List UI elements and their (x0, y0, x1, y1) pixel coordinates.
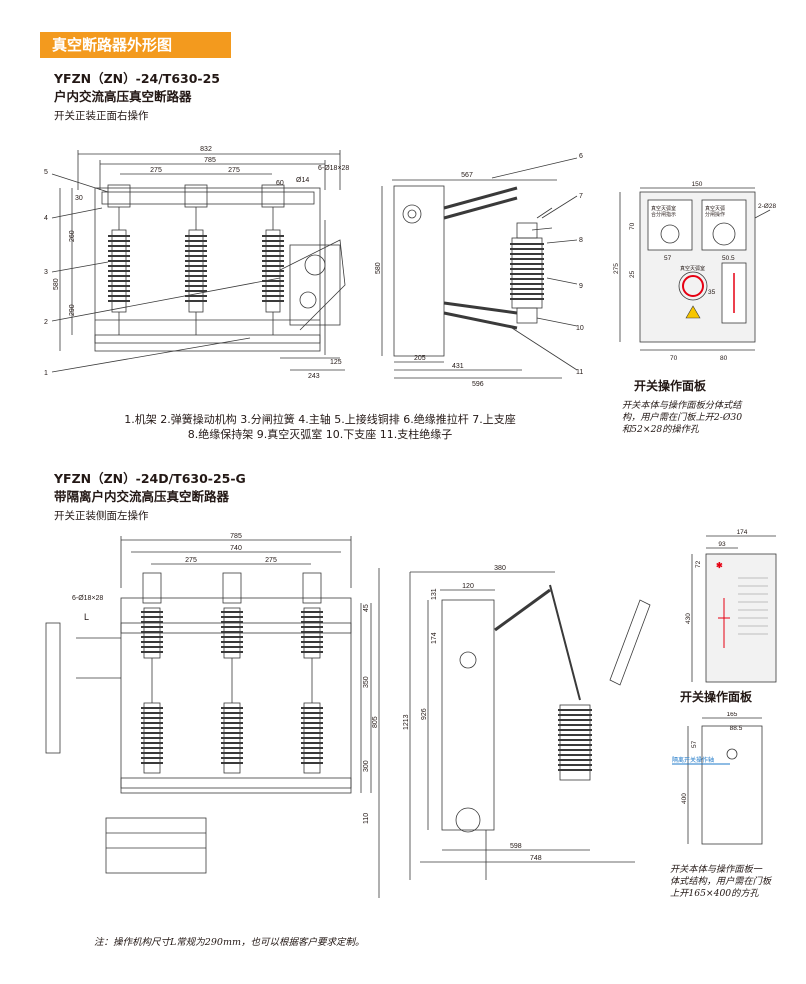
c-dim-88: 88.5 (730, 725, 743, 732)
dim-275-b: 275 (228, 167, 240, 174)
f2-dim-805: 805 (372, 716, 379, 728)
product-name-2: 带隔离户内交流高压真空断路器 (54, 489, 230, 504)
c-dim-57: 57 (691, 740, 698, 748)
callout-7: 7 (579, 193, 583, 200)
panel-dim-57: 57 (664, 255, 672, 262)
panel-dim-b70: 70 (670, 355, 678, 362)
panel-box-right: 真空灭弧分闸操作 (705, 205, 725, 218)
panel-label-2: 开关操作面板 (680, 690, 753, 704)
panel2-logo: ✱ (716, 561, 723, 570)
s2-dim-598: 598 (510, 843, 522, 850)
operation-panel-drawing-2: ✱ 174 93 72 430 (685, 529, 777, 683)
side-dim-431: 431 (452, 363, 464, 370)
cutout-tag: 隔离开关操作轴 (672, 756, 714, 764)
f2-dim-350: 350 (363, 676, 370, 688)
s2-dim-174: 174 (431, 632, 438, 644)
panel-note-2-line: 开关本体与操作面板一 (670, 864, 762, 875)
operation-panel-drawing-1: 150 2-Ø28 70 275 25 57 50.5 35 70 80 真空灭… (613, 181, 776, 362)
dim-260: 260 (69, 230, 76, 242)
p2-dim-174: 174 (737, 529, 748, 536)
panel-note-1-line: 开关本体与操作面板分体式结 (622, 400, 742, 411)
panel-mid-label: 真空灭弧室 (680, 265, 705, 272)
footnote: 注：操作机构尺寸L常规为290mm，也可以根据客户要求定制。 (94, 937, 365, 948)
callout-3: 3 (44, 269, 48, 276)
panel-dim-35: 35 (708, 289, 716, 296)
s2-dim-926: 926 (421, 708, 428, 720)
s2-dim-380: 380 (494, 565, 506, 572)
panel-dim-70: 70 (629, 222, 636, 230)
p2-dim-93: 93 (718, 541, 726, 548)
f2-dim-300: 300 (363, 760, 370, 772)
dim-832: 832 (200, 146, 212, 153)
callout-9: 9 (579, 283, 583, 290)
f2-dim-L: L (84, 612, 89, 622)
panel-note-1: 开关本体与操作面板分体式结 构，用户需在门板上开2-Ø30 和52×28的操作孔 (622, 400, 792, 436)
panel-dim-275: 275 (613, 263, 620, 274)
f2-dim-holes: 6-Ø18×28 (72, 595, 103, 602)
panel-note-1-line: 构，用户需在门板上开2-Ø30 (622, 412, 743, 423)
callout-10: 10 (576, 325, 584, 332)
callout-2: 2 (44, 319, 48, 326)
parts-list-line2: 8.绝缘保持架 9.真空灭弧室 10.下支座 11.支柱绝缘子 (187, 428, 453, 441)
door-cutout-drawing: 165 88.5 57 400 隔离开关操作轴 (672, 712, 763, 845)
dim-125: 125 (330, 359, 342, 366)
side-dim-205: 205 (414, 355, 426, 362)
callout-5: 5 (44, 169, 48, 176)
f2-dim-275b: 275 (265, 557, 277, 564)
f2-dim-110: 110 (363, 813, 370, 824)
side-view-drawing-1: 567 580 205 431 596 6 7 8 9 10 11 (375, 153, 584, 388)
side-dim-567: 567 (461, 172, 473, 179)
mount-note-1: 开关正装正面右操作 (54, 110, 149, 122)
panel-box-left: 真空灭弧室合分闸指示 (651, 205, 676, 218)
f2-dim-45: 45 (363, 604, 370, 612)
c-dim-165: 165 (727, 712, 738, 718)
p2-dim-72: 72 (695, 560, 702, 568)
mount-note-2: 开关正装侧面左操作 (54, 510, 149, 522)
callout-6: 6 (579, 153, 583, 160)
parts-list-line1: 1.机架 2.弹簧操动机构 3.分闸拉簧 4.主轴 5.上接线铜排 6.绝缘推拉… (124, 413, 516, 426)
parts-list: 1.机架 2.弹簧操动机构 3.分闸拉簧 4.主轴 5.上接线铜排 6.绝缘推拉… (60, 412, 580, 442)
section-banner: 真空断路器外形图 (40, 32, 231, 58)
callout-11: 11 (576, 369, 583, 376)
s2-dim-131: 131 (431, 588, 438, 600)
panel-note-2: 开关本体与操作面板一 体式结构，用户需在门板 上开165×400的方孔 (670, 864, 804, 900)
front-view-drawing-2: 785 740 275 275 6-Ø18×28 L 45 350 805 30… (45, 533, 380, 898)
dim-785: 785 (204, 157, 216, 164)
dim-30: 30 (75, 195, 83, 202)
callout-1: 1 (44, 370, 48, 377)
f2-dim-785: 785 (230, 533, 242, 540)
panel-dim-150: 150 (692, 181, 703, 188)
panel-dim-25: 25 (629, 270, 636, 278)
panel-note-2-line: 体式结构，用户需在门板 (670, 876, 772, 887)
f2-dim-275a: 275 (185, 557, 197, 564)
model-title-2: YFZN（ZN）-24D/T630-25-G (54, 471, 246, 486)
panel-dim-50: 50.5 (722, 255, 735, 262)
panel-dim-holes: 2-Ø28 (758, 203, 776, 210)
panel-dim-b80: 80 (720, 355, 728, 362)
front-view-drawing-1: 832 785 275 275 60 Ø14 6-Ø18×28 30 260 5… (44, 146, 349, 380)
side-dim-580: 580 (375, 262, 382, 274)
dim-243: 243 (308, 373, 320, 380)
s2-dim-1213: 1213 (403, 714, 410, 730)
f2-dim-740: 740 (230, 545, 242, 552)
panel-note-1-line: 和52×28的操作孔 (622, 424, 700, 435)
c-dim-400: 400 (681, 793, 688, 804)
panel-label-1: 开关操作面板 (634, 379, 707, 393)
side-view-drawing-2: 380 120 131 174 926 1213 598 748 (403, 565, 651, 880)
callout-4: 4 (44, 215, 48, 222)
panel-note-2-line: 上开165×400的方孔 (670, 888, 759, 899)
p2-dim-430: 430 (685, 613, 692, 624)
dim-holes: 6-Ø18×28 (318, 165, 349, 172)
callout-8: 8 (579, 237, 583, 244)
dim-d14: Ø14 (296, 177, 309, 184)
model-title-1: YFZN（ZN）-24/T630-25 (54, 71, 220, 86)
dim-60: 60 (276, 180, 284, 187)
side-dim-596: 596 (472, 381, 484, 388)
dim-275-a: 275 (150, 167, 162, 174)
s2-dim-120: 120 (462, 583, 474, 590)
product-name-1: 户内交流高压真空断路器 (54, 89, 192, 104)
dim-580: 580 (53, 278, 60, 290)
dim-290: 290 (69, 304, 76, 316)
s2-dim-748: 748 (530, 855, 542, 862)
